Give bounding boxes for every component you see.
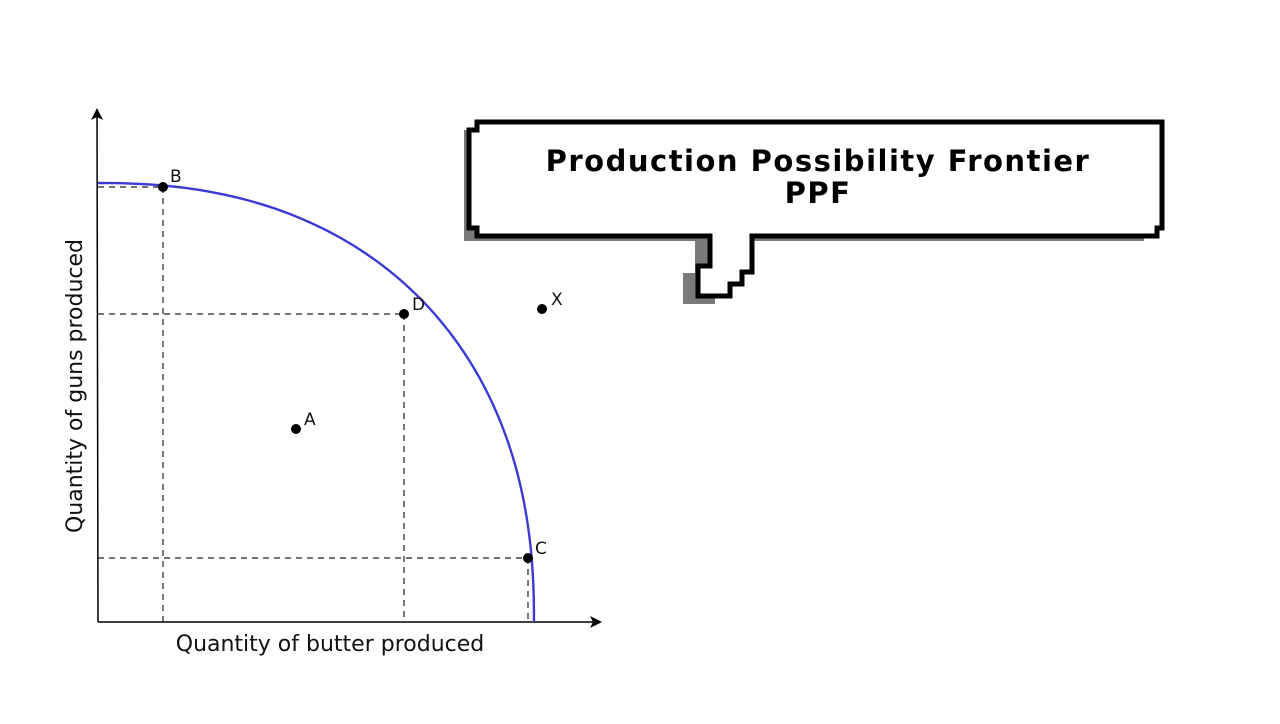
guide-lines — [98, 186, 529, 622]
point-a: A — [291, 410, 316, 434]
callout-bubble: Production Possibility Frontier PPF — [464, 119, 1165, 304]
y-axis-label: Quantity of guns produced — [63, 239, 88, 533]
point-d-marker — [399, 309, 409, 319]
point-x: X — [537, 290, 563, 314]
point-a-marker — [291, 424, 301, 434]
point-d-label: D — [412, 295, 425, 315]
y-axis — [91, 108, 104, 623]
point-d: D — [399, 295, 425, 319]
point-x-marker — [537, 304, 547, 314]
callout-bubble-body — [466, 119, 1165, 299]
x-axis-label: Quantity of butter produced — [176, 632, 484, 657]
point-b-marker — [158, 182, 168, 192]
point-b: B — [158, 167, 182, 192]
point-c-label: C — [535, 539, 547, 559]
point-x-label: X — [551, 290, 563, 310]
point-a-label: A — [304, 410, 316, 430]
ppf-curve — [97, 181, 536, 623]
point-c: C — [523, 539, 547, 563]
callout-title-line1: Production Possibility Frontier — [546, 144, 1091, 178]
point-b-label: B — [170, 167, 182, 187]
point-c-marker — [523, 553, 533, 563]
callout-title-line2: PPF — [785, 176, 852, 210]
